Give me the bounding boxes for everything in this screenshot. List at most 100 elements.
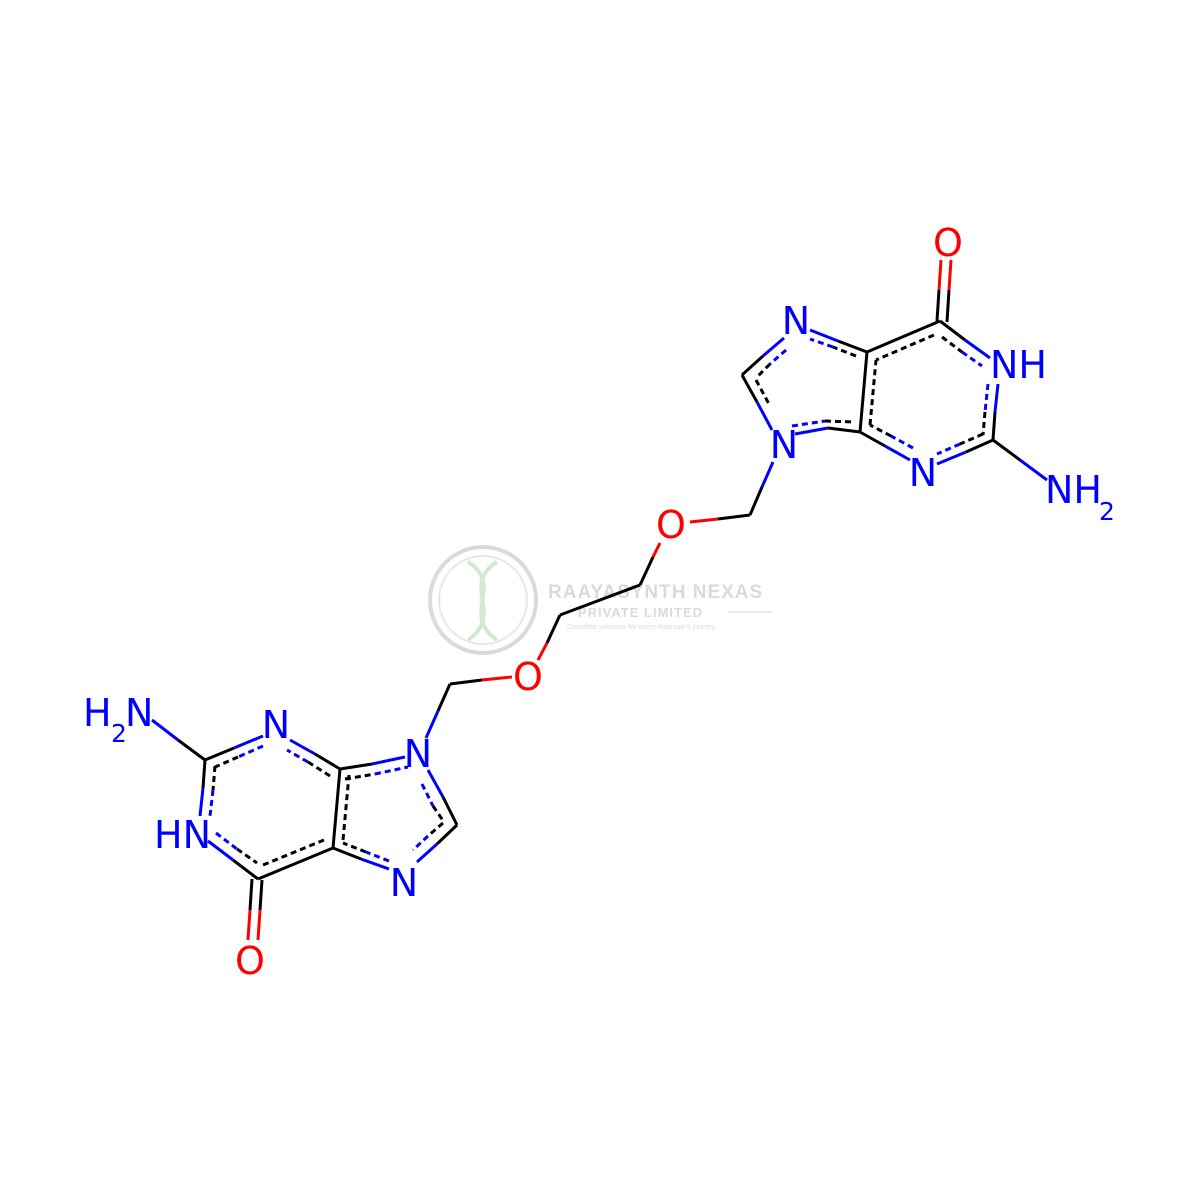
bond [791, 419, 826, 428]
bond [947, 259, 953, 291]
bond [262, 838, 325, 867]
atom-label-nh-n1-right: NH [990, 343, 1047, 387]
bond [198, 787, 205, 817]
bond [832, 345, 857, 358]
bond [411, 834, 430, 852]
guanine-unit-left [151, 683, 459, 941]
atom-labels: O N NH N N NH 2 O O H 2 N N N HN N O [83, 221, 1115, 983]
bond [248, 878, 254, 911]
atom-label-oxygen-carbonyl-right: O [933, 221, 963, 265]
bond [760, 461, 775, 488]
bond [374, 765, 409, 776]
atom-label-h2n-left-h: H [83, 691, 112, 735]
bond [794, 426, 829, 436]
bond [638, 556, 655, 586]
bond [420, 783, 435, 807]
watermark-tagline: Complete solutions for every molecule's … [567, 624, 716, 631]
bond [246, 909, 252, 941]
bond [992, 438, 1021, 462]
bond [545, 614, 562, 644]
bond [859, 430, 886, 448]
bond [208, 789, 215, 817]
bond [151, 718, 179, 742]
bond [935, 289, 941, 322]
atom-label-nitrogen-n3-left: N [262, 703, 290, 747]
bond [331, 768, 342, 849]
bond [426, 769, 445, 798]
bond [769, 348, 787, 366]
bond [890, 434, 914, 450]
watermark: RAAYASYNTH NEXAS PRIVATE LIMITED Complet… [428, 545, 772, 655]
bond [837, 339, 868, 354]
bond [371, 755, 406, 766]
bond [936, 450, 967, 466]
watermark-logo-inner [438, 555, 528, 645]
bond [214, 755, 239, 769]
bond [959, 432, 984, 446]
bond [824, 419, 856, 424]
bond [332, 846, 362, 861]
bond [993, 383, 1000, 413]
bond [754, 362, 772, 380]
bond [941, 335, 963, 354]
bond [536, 642, 549, 661]
bond [339, 762, 373, 771]
bond [342, 841, 367, 854]
atom-label-nitrogen-n9-left: N [404, 732, 432, 776]
bond [827, 426, 861, 434]
bond [344, 772, 376, 781]
atom-label-ether-oxygen-upper: O [656, 503, 686, 547]
bond [415, 842, 439, 864]
bond [983, 383, 990, 413]
atom-label-h2n-left-n: N [125, 691, 153, 735]
bond [232, 858, 259, 881]
bond [233, 734, 264, 750]
bond [991, 411, 997, 441]
bond [424, 710, 440, 739]
bond [754, 379, 771, 405]
bond [748, 486, 764, 516]
bond [961, 350, 983, 368]
bond [762, 336, 785, 358]
bond [236, 847, 258, 865]
bond [559, 583, 641, 617]
bond [449, 678, 483, 686]
bond [945, 289, 951, 323]
bond [441, 796, 459, 826]
atom-label-nh2-right: NH [1045, 468, 1102, 512]
bond [651, 542, 662, 558]
bond [1019, 458, 1048, 482]
bond [866, 319, 941, 354]
bond [211, 765, 217, 791]
bond [204, 746, 235, 762]
watermark-subtitle: PRIVATE LIMITED [578, 605, 703, 620]
bond [858, 351, 869, 433]
bond [740, 374, 759, 403]
bond [981, 411, 987, 436]
bond [964, 338, 991, 360]
guanine-unit-right [740, 259, 1048, 516]
bond [365, 850, 390, 863]
bond [939, 319, 966, 342]
ethylene-glycol-linker [449, 513, 751, 686]
bond [201, 759, 207, 789]
bond [717, 513, 751, 521]
bond [360, 857, 390, 871]
bond [937, 259, 943, 291]
atom-label-h2n-left-subscript: 2 [111, 719, 127, 748]
bond [689, 517, 719, 524]
bond [755, 401, 774, 431]
bond [237, 744, 264, 759]
bond [809, 328, 839, 343]
atom-label-nitrogen-n3-right: N [909, 451, 937, 495]
bond [286, 748, 309, 764]
atom-label-nitrogen-n9-right: N [770, 423, 798, 467]
atom-label-hn-n1-left: HN [154, 813, 211, 857]
bond [740, 354, 765, 377]
bond [207, 839, 234, 862]
bond [481, 675, 513, 682]
bond [256, 909, 262, 941]
bond [307, 760, 331, 778]
atom-label-nitrogen-n7-left: N [390, 861, 418, 905]
